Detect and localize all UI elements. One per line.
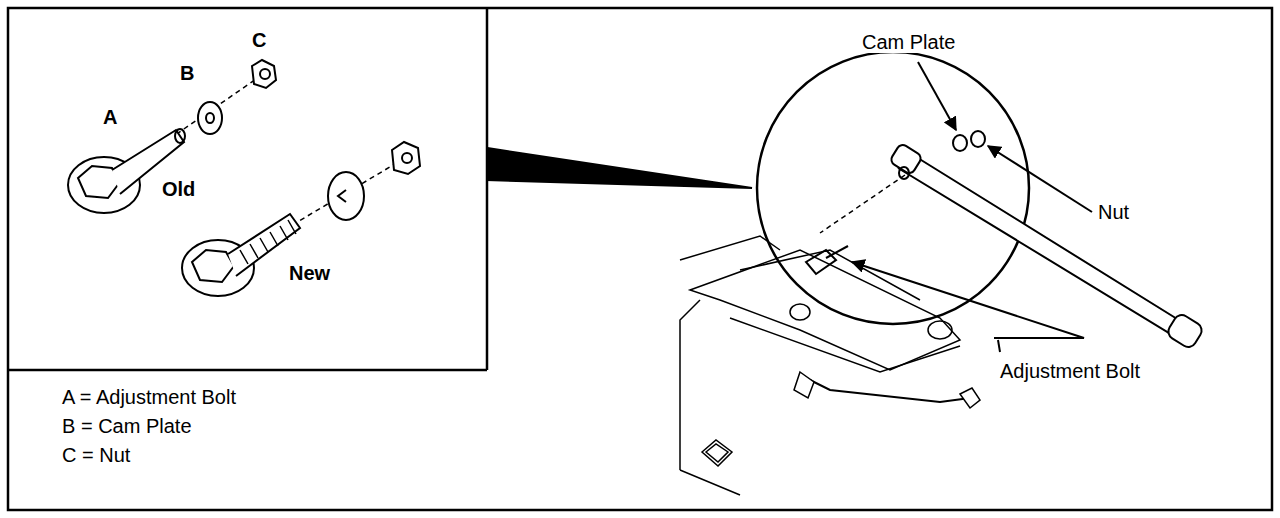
callout-letter: B — [178, 62, 196, 84]
key-entry: C = Nut — [60, 444, 132, 466]
part-version-label: New — [287, 262, 332, 284]
key-entry: B = Cam Plate — [60, 415, 194, 437]
part-label: Cam Plate — [860, 31, 957, 53]
part-label: Nut — [1096, 201, 1131, 223]
callout-letter: C — [250, 29, 268, 51]
key-entry: A = Adjustment Bolt — [60, 386, 238, 408]
part-label: Adjustment Bolt — [998, 360, 1142, 382]
part-version-label: Old — [160, 178, 197, 200]
callout-letter: A — [101, 106, 119, 128]
